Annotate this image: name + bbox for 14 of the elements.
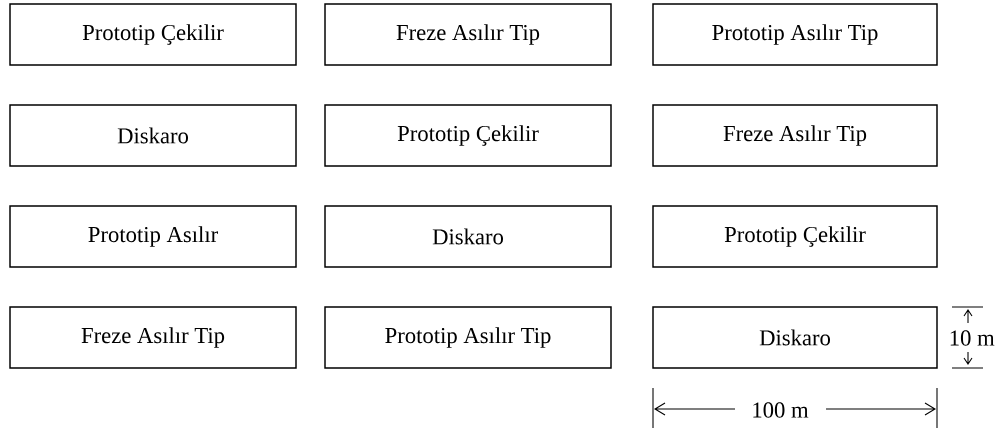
dimension-label: 100 m xyxy=(753,402,809,418)
plot-box: Diskaro xyxy=(9,104,297,167)
plot-box: Prototip Çekilir xyxy=(652,205,938,268)
plot-box: Freze Asılır Tip xyxy=(324,3,612,66)
plot-box: Freze Asılır Tip xyxy=(9,306,297,369)
dimension-label: 10 m xyxy=(950,330,995,346)
plot-box: Prototip Çekilir xyxy=(324,104,612,167)
plot-box: Prototip Asılır Tip xyxy=(652,3,938,66)
plot-box: Freze Asılır Tip xyxy=(652,104,938,167)
plot-box: Prototip Asılır Tip xyxy=(324,306,612,369)
plot-box: Prototip Asılır xyxy=(9,205,297,268)
plot-box: Prototip Çekilir xyxy=(9,3,297,66)
plot-box: Diskaro xyxy=(324,205,612,268)
plot-box: Diskaro xyxy=(652,306,938,369)
